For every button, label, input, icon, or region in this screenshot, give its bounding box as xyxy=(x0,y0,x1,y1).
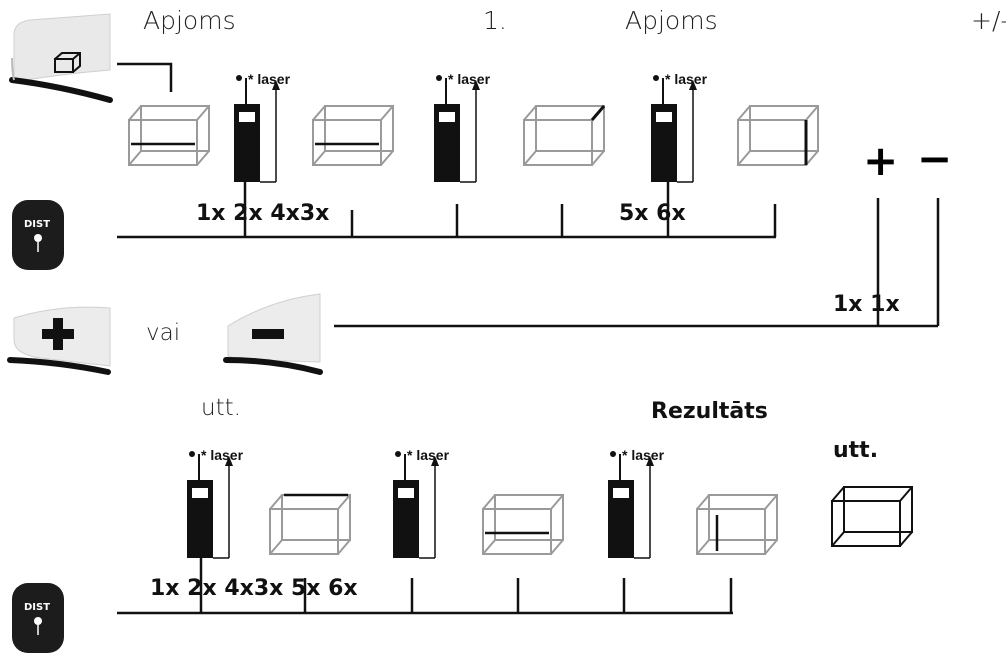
laser-label: * laser xyxy=(248,71,291,87)
top-count-label-a: 1x 2x 4x3x xyxy=(196,201,330,226)
etc-label-right: utt. xyxy=(833,438,879,463)
laser-device-icon xyxy=(186,450,234,559)
laser-label: * laser xyxy=(665,71,708,87)
laser-label: * laser xyxy=(407,447,450,463)
volume-function-key-icon xyxy=(9,13,113,103)
or-label: vai xyxy=(146,320,181,346)
etc-label-left: utt. xyxy=(201,395,241,421)
plus-minus-label: +/- xyxy=(971,6,1006,35)
minus-sign-label: − xyxy=(917,134,953,183)
step-number-label: 1. xyxy=(483,6,507,35)
dist-key-label: DIST xyxy=(24,602,50,613)
right-count-label: 1x 1x xyxy=(833,292,900,317)
laser-label: * laser xyxy=(201,447,244,463)
box-wireframe-icon xyxy=(312,105,394,166)
laser-label: * laser xyxy=(448,71,491,87)
connector-line xyxy=(117,62,173,92)
laser-label: * laser xyxy=(622,447,665,463)
bottom-timeline xyxy=(117,558,733,615)
box-wireframe-icon xyxy=(128,105,210,166)
laser-device-icon xyxy=(233,74,281,183)
dist-key-label: DIST xyxy=(24,219,50,230)
top-timeline xyxy=(117,182,777,239)
volume-label-right: Apjoms xyxy=(625,6,718,35)
laser-device-icon xyxy=(650,74,698,183)
laser-device-icon xyxy=(433,74,481,183)
volume-label-left: Apjoms xyxy=(143,6,236,35)
plus-key-icon xyxy=(7,306,111,375)
minus-key-icon xyxy=(223,293,323,375)
plus-sign-label: + xyxy=(863,136,899,185)
box-wireframe-icon xyxy=(737,105,819,166)
result-box-icon xyxy=(831,486,913,547)
box-wireframe-icon xyxy=(523,105,606,166)
dist-key-icon: DIST xyxy=(12,583,64,653)
laser-device-icon xyxy=(392,450,440,559)
result-label: Rezultāts xyxy=(651,399,768,424)
box-wireframe-icon xyxy=(269,493,351,555)
box-wireframe-icon xyxy=(482,494,564,555)
laser-device-icon xyxy=(607,450,655,559)
dist-key-icon: DIST xyxy=(12,200,64,270)
plus-minus-timeline xyxy=(334,198,940,328)
box-wireframe-icon xyxy=(696,494,778,555)
